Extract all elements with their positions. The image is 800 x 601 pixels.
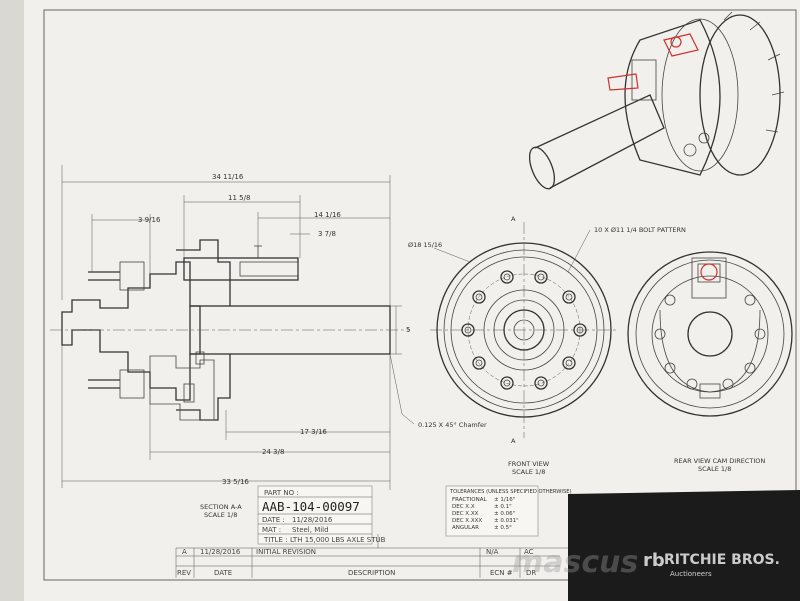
spindle-cap (239, 261, 299, 277)
dim-flange-offset: 3 9/16 (138, 216, 161, 224)
cut-label-bottom: A (511, 437, 516, 445)
title-block (175, 485, 796, 578)
title-sticker (257, 485, 373, 545)
drawing-border (43, 9, 797, 581)
header-description: DESCRIPTION (348, 569, 395, 577)
rev-date-value: 11/28/2016 (200, 548, 241, 556)
section-view (50, 239, 410, 421)
section-scale: SCALE 1/8 (204, 511, 237, 519)
title-label: TITLE : (263, 536, 288, 544)
dim-drum-diameter: Ø18 15/16 (408, 241, 442, 249)
header-ecn: ECN # (490, 569, 513, 577)
tolerance-label: DEC X.X (452, 504, 475, 510)
tolerance-value: ± 0.031" (494, 518, 519, 524)
dim-seat-width: 3 7/8 (318, 230, 336, 238)
dim-overall-length: 34 11/16 (212, 173, 244, 181)
date-value: 11/28/2016 (292, 516, 333, 524)
isometric-view (528, 11, 785, 190)
dim-hub-length: 11 5/8 (228, 194, 250, 202)
tolerance-label: DEC X.XXX (452, 518, 482, 524)
tolerance-value: ± 1/16" (494, 497, 515, 503)
part-no-value: AAB-104-00097 (262, 499, 360, 514)
dim-bearing-to-end: 17 3/16 (300, 428, 327, 436)
rear-label: REAR VIEW CAM DIRECTION (674, 457, 765, 465)
watermark-ritchie: RITCHIE BROS. (664, 552, 780, 568)
drum-flange (176, 239, 231, 421)
ac-value: AC (524, 548, 534, 556)
front-view (430, 222, 616, 438)
section-label: SECTION A-A (200, 503, 242, 511)
dim-chamfer: 0.125 X 45° Chamfer (418, 421, 487, 429)
tolerance-value: ± 0.1" (494, 504, 512, 510)
material-value: Steel, Mild (292, 526, 329, 534)
dim-bolt-pattern: 10 X Ø11 1/4 BOLT PATTERN (594, 226, 686, 234)
tolerance-label: ANGULAR (452, 525, 479, 531)
tolerance-value: ± 0.5° (494, 525, 512, 531)
title-value: LTH 15,000 LBS AXLE STUB (290, 536, 386, 544)
rear-drum-outer (627, 251, 793, 417)
tolerance-sticker (445, 485, 539, 537)
front-label: FRONT VIEW (508, 460, 550, 468)
iso-shaft (534, 94, 665, 189)
iso-studs (723, 11, 785, 133)
bolt-circle (467, 273, 581, 387)
drum-outer (436, 242, 612, 418)
brake-lower (149, 355, 215, 421)
rev-description-value: INITIAL REVISION (256, 548, 316, 556)
rear-scale: SCALE 1/8 (698, 465, 731, 473)
dim-shaft-diameter: 5 (406, 326, 410, 334)
cut-label-top: A (511, 215, 516, 223)
header-date: DATE (214, 569, 232, 577)
dim-spindle-length: 14 1/16 (314, 211, 341, 219)
tolerances-list: FRACTIONAL ± 1/16" DEC X.X ± 0.1" DEC X.XX ± … (452, 497, 519, 531)
tolerance-label: FRACTIONAL (452, 497, 487, 503)
tolerances-title: TOLERANCES (UNLESS SPECIFIED OTHERWISE) (449, 489, 572, 495)
dimension-lines (61, 165, 415, 490)
dim-drum-to-end: 24 3/8 (262, 448, 284, 456)
watermark-mascus: mascus (512, 545, 638, 580)
na-value: N/A (486, 548, 499, 556)
cam-highlight (700, 263, 718, 281)
rear-view (627, 251, 793, 417)
rev-value: A (182, 548, 187, 556)
watermark: mascus rb RITCHIE BROS. Auctioneers (512, 545, 780, 580)
header-dr: DR (526, 569, 536, 577)
watermark-auctioneers: Auctioneers (670, 570, 712, 578)
iso-drum-back (699, 14, 781, 176)
part-no-label: PART NO : (264, 489, 299, 497)
lug-bolts (461, 270, 587, 390)
front-scale: SCALE 1/8 (512, 468, 545, 476)
material-label: MAT : (262, 526, 281, 534)
left-shadow (0, 0, 24, 601)
dim-total-width: 33 5/16 (222, 478, 249, 486)
tolerance-value: ± 0.06" (494, 511, 515, 517)
hub-ring (483, 289, 565, 371)
ritchie-logo-mark: rb (643, 550, 665, 571)
tolerance-label: DEC X.XX (452, 511, 479, 517)
dark-object (568, 490, 800, 601)
rear-bolts (654, 294, 766, 390)
hub-body (61, 261, 201, 401)
date-label: DATE : (262, 516, 285, 524)
header-rev: REV (177, 569, 191, 577)
